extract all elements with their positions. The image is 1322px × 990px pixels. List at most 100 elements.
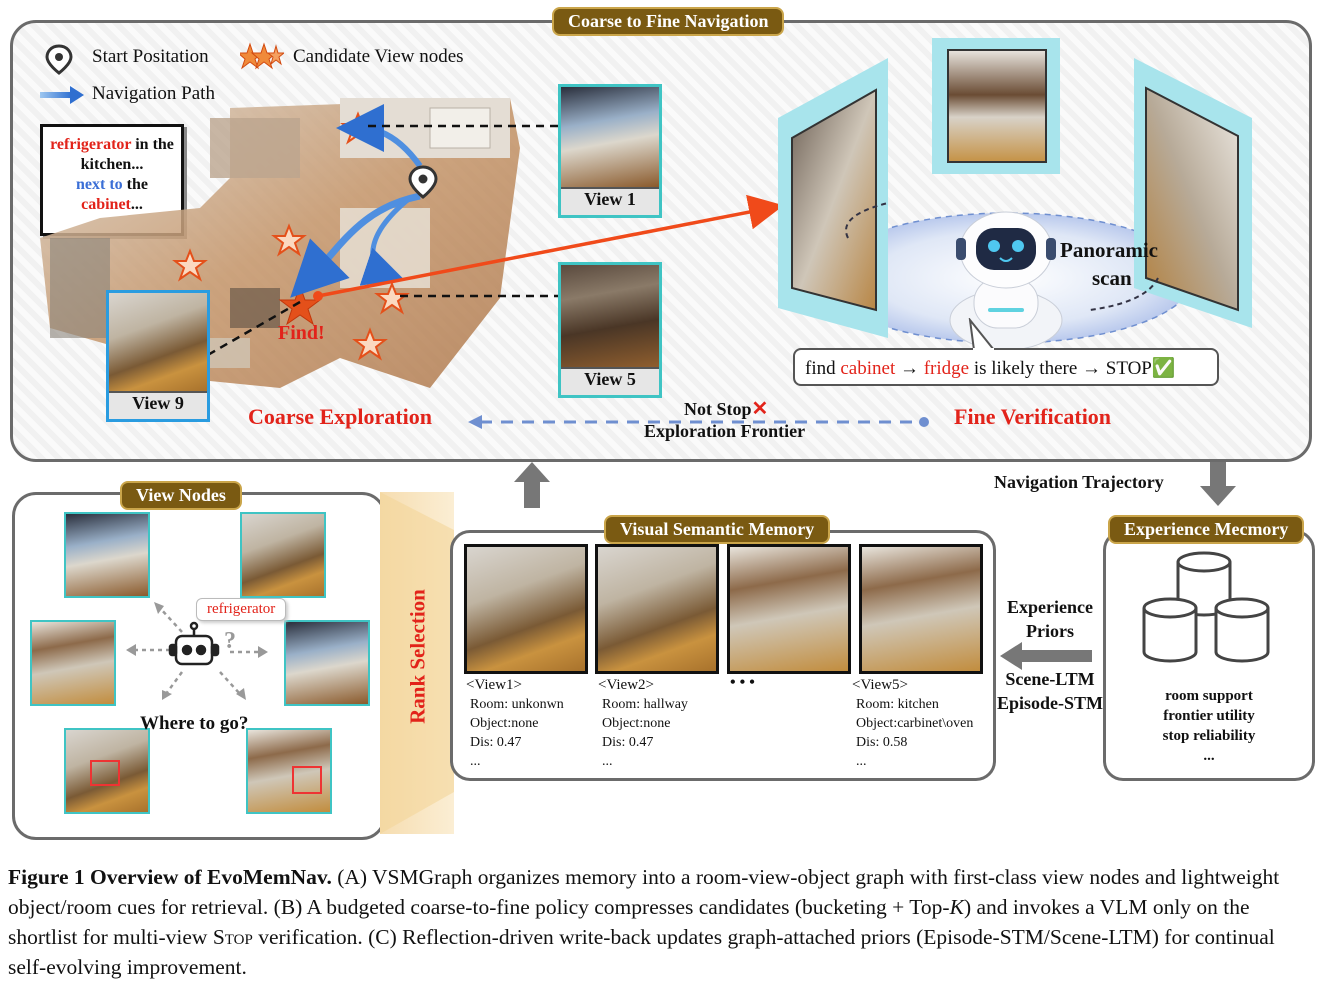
experience-line-frontier-utility: frontier utility	[1163, 708, 1255, 724]
memory-scope-label: Scene-LTM Episode-STM	[990, 667, 1110, 715]
speech-word-fridge: fridge	[923, 358, 970, 379]
candidate-star	[352, 327, 388, 361]
instruction-word-next-to: next to	[76, 176, 123, 193]
coarse-exploration-label: Coarse Exploration	[248, 404, 432, 429]
coarse-to-fine-title: Coarse to Fine Navigation	[552, 7, 785, 36]
view-5-thumbnail: View 5	[558, 262, 662, 398]
memory-view-1-fill	[467, 547, 585, 671]
navigation-path-arrows	[290, 104, 423, 298]
legend-path: Navigation Path	[92, 83, 215, 104]
database-icon	[1142, 551, 1270, 663]
rank-selection-funnel	[380, 492, 454, 834]
navigation-trajectory-label: Navigation Trajectory	[994, 472, 1164, 492]
view-node-image-1	[66, 514, 148, 596]
candidate-star	[172, 248, 208, 282]
start-pin-icon	[408, 165, 438, 199]
caption-text-3: verification. (C) Reflection-driven writ…	[8, 925, 1275, 979]
view-node-thumb-5	[64, 728, 150, 814]
refrigerator-bubble: refrigerator	[196, 598, 287, 621]
experience-priors-line-1: Experience	[1007, 597, 1093, 617]
navigation-path-icon	[40, 86, 84, 104]
instruction-text: in the kitchen...	[80, 136, 174, 173]
robot-icon	[949, 211, 1063, 351]
check-icon: ✅	[1151, 358, 1176, 379]
memory-ellipsis: • • •	[730, 674, 755, 691]
memory-entry-2: <View2> Room: hallway Object:none Dis: 0…	[598, 676, 688, 771]
memory-room: Room: unkonwn	[470, 697, 564, 712]
view-node-thumb-6	[246, 728, 332, 814]
memory-dis: Dis: 0.58	[856, 735, 908, 750]
view-1-thumbnail: View 1	[558, 84, 662, 218]
view-node-thumb-1	[64, 512, 150, 598]
memory-object: Object:none	[470, 716, 539, 731]
experience-line-stop-reliability: stop reliability	[1162, 728, 1256, 744]
memory-entry-3: <View5> Room: kitchen Object:carbinet\ov…	[852, 676, 973, 771]
figure-caption: Figure 1 Overview of EvoMemNav. (A) VSMG…	[8, 862, 1314, 982]
view-node-image-4	[286, 622, 368, 704]
view-node-thumb-3	[30, 620, 116, 706]
rank-selection-label: Rank Selection	[405, 589, 430, 724]
detection-box	[90, 760, 120, 786]
scene-ltm-label: Scene-LTM	[1005, 669, 1095, 689]
view-1-image	[561, 87, 659, 187]
memory-more: ...	[470, 754, 481, 769]
experience-memory-title: Experience Mecmory	[1108, 515, 1305, 544]
not-stop-text: Not Stop	[684, 399, 752, 419]
memory-view-2-image	[595, 544, 719, 674]
caption-k: K	[949, 895, 964, 919]
memory-room: Room: kitchen	[856, 697, 939, 712]
memory-view-4-fill	[862, 547, 980, 671]
view-1-label: View 1	[561, 187, 659, 215]
view-node-image-2	[242, 514, 324, 596]
memory-view-3-image	[727, 544, 851, 674]
memory-view-tag: <View2>	[598, 677, 655, 693]
small-robot-icon	[168, 621, 220, 666]
speech-word-cabinet: cabinet	[840, 358, 896, 379]
panoramic-label: Panoramic	[1060, 238, 1158, 262]
instruction-text-the: the	[122, 176, 148, 193]
caption-stop: Stop	[212, 925, 253, 949]
fine-verification-label: Fine Verification	[954, 404, 1112, 429]
visual-semantic-memory-title: Visual Semantic Memory	[604, 515, 831, 544]
instruction-text-ellipsis: ...	[130, 196, 143, 213]
robot-direction-arrows: ?	[126, 602, 268, 700]
memory-view-tag: <View5>	[852, 677, 909, 693]
experience-priors-label: Experience Priors	[1000, 595, 1100, 643]
start-position-icon	[45, 44, 73, 75]
episode-stm-label: Episode-STM	[996, 693, 1104, 713]
view-5-label: View 5	[561, 367, 659, 395]
view-node-image-5	[66, 730, 148, 812]
up-arrow-to-navigation	[514, 462, 550, 508]
candidate-star	[271, 223, 307, 257]
speech-text-stop: is likely there → STOP	[969, 358, 1152, 379]
memory-more: ...	[856, 754, 867, 769]
memory-view-tag: <View1>	[466, 677, 523, 693]
speech-arrow: →	[895, 358, 924, 379]
experience-line-ellipsis: ...	[1203, 748, 1215, 764]
find-label: Find!	[278, 322, 325, 344]
memory-object: Object:carbinet\oven	[856, 716, 974, 731]
view-node-image-6	[248, 730, 330, 812]
instruction-word-refrigerator: refrigerator	[50, 136, 132, 153]
experience-lines: room support frontier utility stop relia…	[1106, 686, 1312, 766]
experience-priors-line-2: Priors	[1026, 621, 1074, 641]
candidate-stars-icon	[240, 42, 284, 70]
legend-candidates: Candidate View nodes	[293, 46, 464, 67]
memory-dis: Dis: 0.47	[602, 735, 654, 750]
view-node-thumb-4	[284, 620, 370, 706]
left-arrow-to-memory	[1000, 642, 1092, 670]
panoramic-scan-scene	[778, 38, 1252, 351]
caption-text-2: ) and invokes a VLM only on the shortlis…	[8, 895, 1250, 949]
instruction-word-cabinet: cabinet	[81, 196, 131, 213]
memory-object: Object:none	[602, 716, 671, 731]
view-9-label: View 9	[109, 391, 207, 419]
memory-view-1-image	[464, 544, 588, 674]
view-5-image	[561, 265, 659, 367]
view-9-image	[109, 293, 207, 391]
memory-more: ...	[602, 754, 613, 769]
speech-tail	[968, 318, 996, 350]
caption-label: Figure 1 Overview of EvoMemNav.	[8, 865, 332, 889]
candidate-star	[374, 281, 410, 315]
memory-view-3-fill	[730, 547, 848, 671]
view-nodes-title: View Nodes	[120, 481, 242, 510]
